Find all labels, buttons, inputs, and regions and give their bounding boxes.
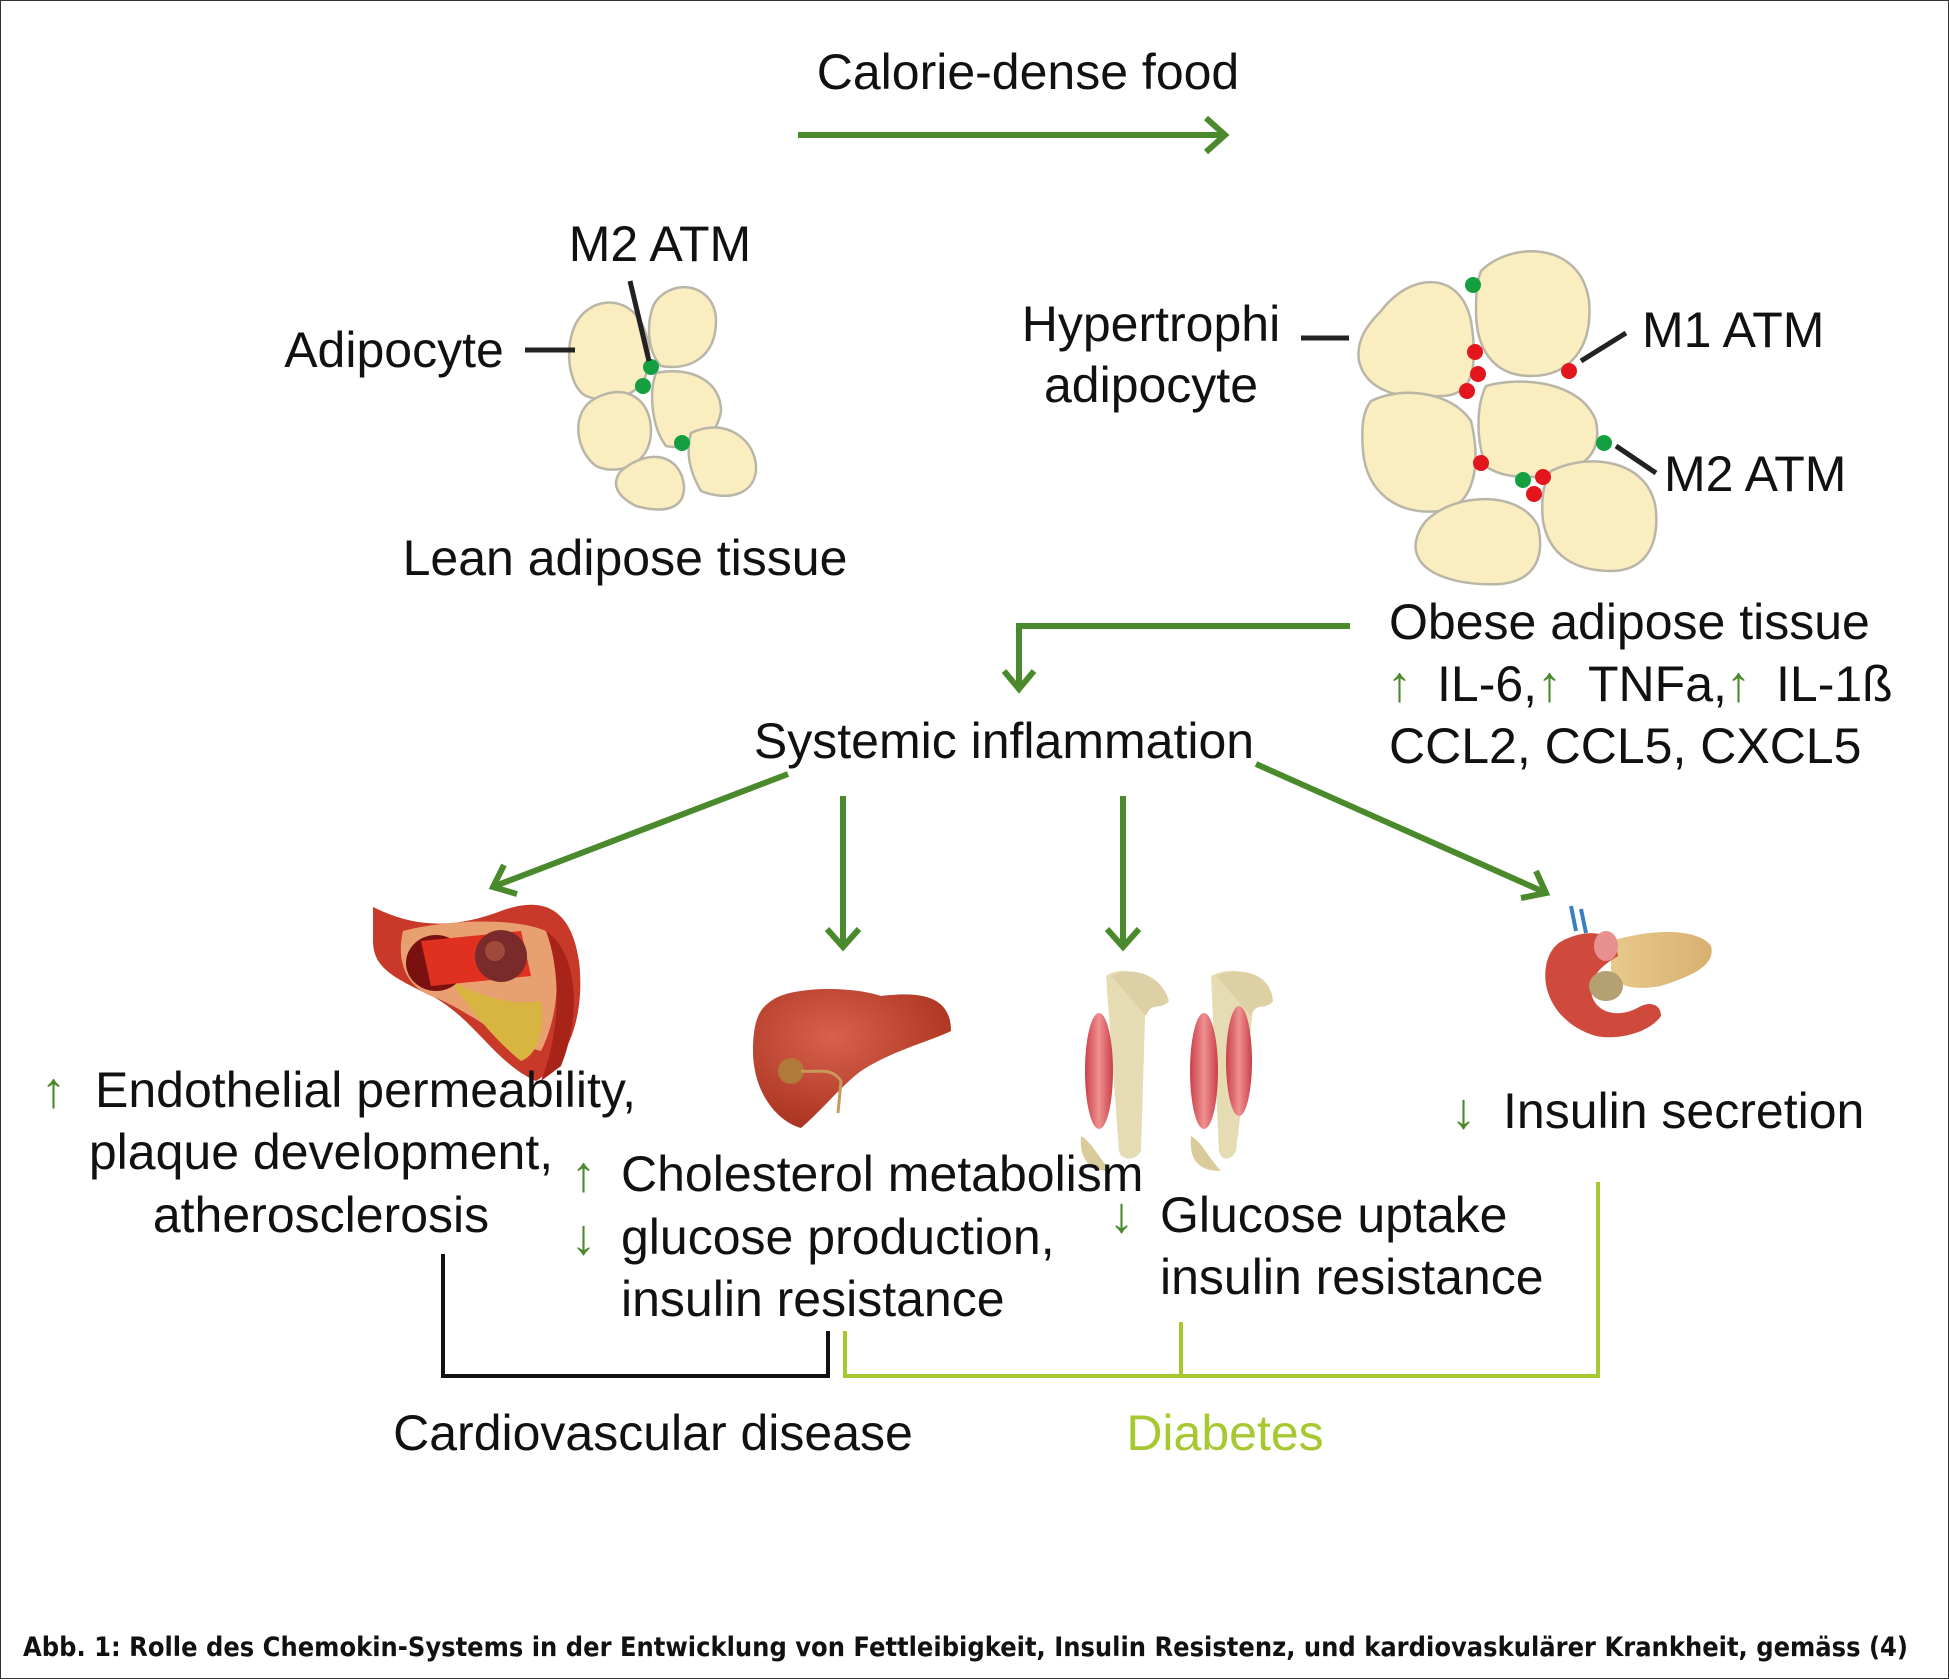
lean-m2-leader (627, 280, 652, 362)
cytokine-il1b: IL-1ß (1776, 656, 1893, 712)
diabetes-bracket (843, 1182, 1600, 1378)
down-arrow-icon: ↓ (571, 1209, 596, 1265)
arrow-to-liver (824, 796, 862, 952)
pancreas-effect-text: Insulin secretion (1503, 1083, 1864, 1139)
vessel-effect-line3: atherosclerosis (153, 1187, 489, 1243)
cardiovascular-bracket (441, 1254, 830, 1378)
hypertrophic-label-line1: Hypertrophi (1022, 296, 1280, 352)
lean-adipose-tissue-label: Lean adipose tissue (403, 530, 848, 586)
obese-m2-leader (1614, 443, 1658, 476)
down-arrow-icon: ↓ (1109, 1187, 1134, 1243)
liver-effect-line2: glucose production, (621, 1209, 1055, 1265)
liver-effect: ↑ Cholesterol metabolism ↓ glucose produ… (571, 1146, 1143, 1327)
lean-m2-atm-label: M2 ATM (569, 216, 751, 272)
m1-atm-label: M1 ATM (1642, 302, 1824, 358)
obese-adipose-cluster (1357, 250, 1658, 586)
up-arrow-icon: ↑ (41, 1062, 66, 1118)
up-arrow-icon: ↑ (1537, 656, 1562, 712)
vessel-effect: ↑ Endothelial permeability, plaque devel… (41, 1062, 636, 1243)
muscle-effect: ↓ Glucose uptake insulin resistance (1109, 1187, 1544, 1305)
pancreas-effect: ↓ Insulin secretion (1451, 1083, 1864, 1139)
vessel-effect-line2: plaque development, (89, 1124, 553, 1180)
muscle-effect-line2: insulin resistance (1160, 1249, 1544, 1305)
calorie-arrow (798, 115, 1230, 155)
vessel-effect-line1: Endothelial permeability, (95, 1062, 636, 1118)
cytokine-tnfa: TNFa, (1588, 656, 1727, 712)
liver-illustration (753, 989, 951, 1128)
liver-effect-line3: insulin resistance (621, 1271, 1005, 1327)
calorie-dense-food-label: Calorie-dense food (817, 44, 1240, 100)
arm-muscles-illustration (1080, 970, 1273, 1171)
m1-leader (1579, 330, 1628, 364)
hypertrophic-label-line2: adipocyte (1044, 357, 1258, 413)
muscle-effect-line1: Glucose uptake (1160, 1187, 1507, 1243)
adipocyte-label: Adipocyte (284, 322, 504, 378)
up-arrow-icon: ↑ (1387, 656, 1412, 712)
up-arrow-icon: ↑ (1726, 656, 1751, 712)
down-arrow-icon: ↓ (1451, 1083, 1476, 1139)
figure-caption: Abb. 1: Rolle des Chemokin-Systems in de… (23, 1632, 1908, 1663)
up-arrow-icon: ↑ (571, 1146, 596, 1202)
arrow-to-pancreas (1254, 761, 1551, 901)
cytokine-il6: IL-6, (1437, 656, 1537, 712)
obese-to-inflammation-arrow (1001, 623, 1350, 694)
systemic-inflammation-label: Systemic inflammation (754, 713, 1254, 769)
diabetes-label: Diabetes (1126, 1405, 1323, 1461)
cardiovascular-disease-label: Cardiovascular disease (393, 1405, 913, 1461)
arrow-to-muscle (1104, 796, 1142, 952)
cytokine-row: ↑ IL-6, ↑ TNFa, ↑ IL-1ß (1387, 656, 1893, 712)
lean-adipose-cluster (567, 285, 758, 511)
obese-m2-atm-label: M2 ATM (1664, 446, 1846, 502)
obese-adipose-tissue-label: Obese adipose tissue (1389, 594, 1870, 650)
arrow-to-vessel (488, 771, 790, 897)
pancreas-illustration (1545, 905, 1712, 1038)
chemokine-list: CCL2, CCL5, CXCL5 (1389, 718, 1861, 774)
liver-effect-line1: Cholesterol metabolism (621, 1146, 1143, 1202)
blood-vessel-plaque-illustration (373, 904, 581, 1081)
